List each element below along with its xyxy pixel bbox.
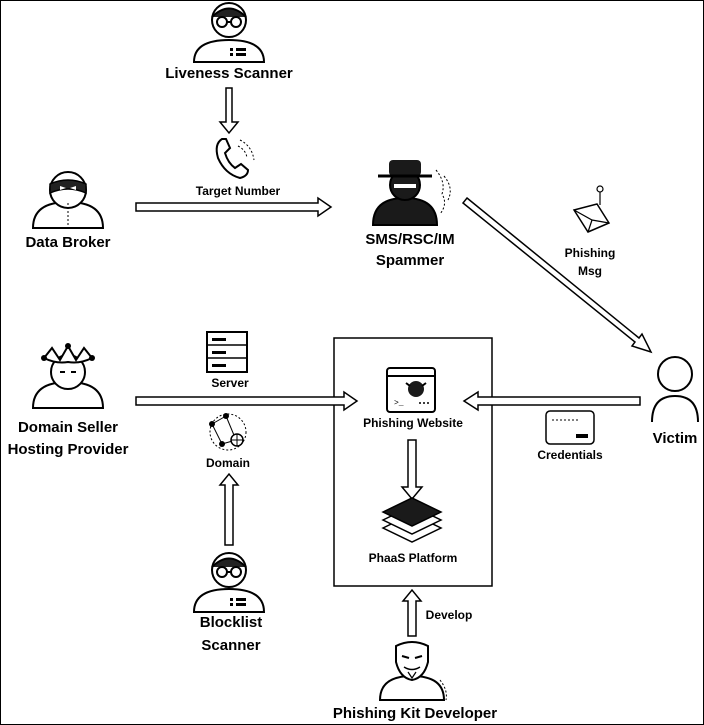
domain-seller-label-line2: Hosting Provider [8,441,129,458]
blocklist-label-line1: Blocklist [200,614,263,631]
arrow-spammer-to-victim [461,196,653,354]
victim-label: Victim [653,430,698,447]
spammer-label-line2: Spammer [376,252,445,269]
phishing-website-icon: >_ [386,367,436,413]
credit-card-icon [545,410,595,445]
spammer-icon [371,160,451,226]
domain-network-icon [209,413,247,451]
arrow-broker-to-spammer [135,196,333,218]
data-broker-label: Data Broker [25,234,110,251]
phaas-platform-icon [381,497,443,543]
phishing-website-label: Phishing Website [363,416,463,430]
phishing-msg-line1: Phishing [565,246,616,260]
victim-icon [651,356,699,423]
arrow-developer-to-platform [401,588,423,637]
server-icon [206,331,248,373]
svg-text:>_: >_ [394,399,404,408]
kit-developer-label: Phishing Kit Developer [333,705,497,722]
arrow-scanner-to-phone [218,87,240,135]
liveness-scanner-icon [192,2,266,63]
data-broker-icon [31,171,105,229]
kit-developer-icon [378,641,447,701]
phone-icon [215,138,255,180]
domain-seller-label-line1: Domain Seller [18,419,118,436]
liveness-scanner-label: Liveness Scanner [165,65,293,82]
blocklist-label-line2: Scanner [201,637,260,654]
spammer-label-line1: SMS/RSC/IM [365,231,454,248]
develop-label: Develop [426,608,473,622]
arrow-seller-to-website [135,390,359,412]
phishing-msg-line2: Msg [578,264,602,278]
paper-plane-icon [572,185,611,233]
platform-box [333,337,493,587]
credentials-label: Credentials [537,448,603,462]
arrow-website-to-phaas [400,439,424,501]
arrow-blocklist-to-domain [218,472,240,546]
arrow-victim-to-website [462,390,641,412]
target-number-label: Target Number [196,184,281,198]
blocklist-scanner-icon [192,552,266,613]
domain-label: Domain [206,456,250,470]
server-label: Server [211,376,249,390]
phaas-platform-label: PhaaS Platform [369,551,458,565]
domain-seller-icon [31,343,105,409]
